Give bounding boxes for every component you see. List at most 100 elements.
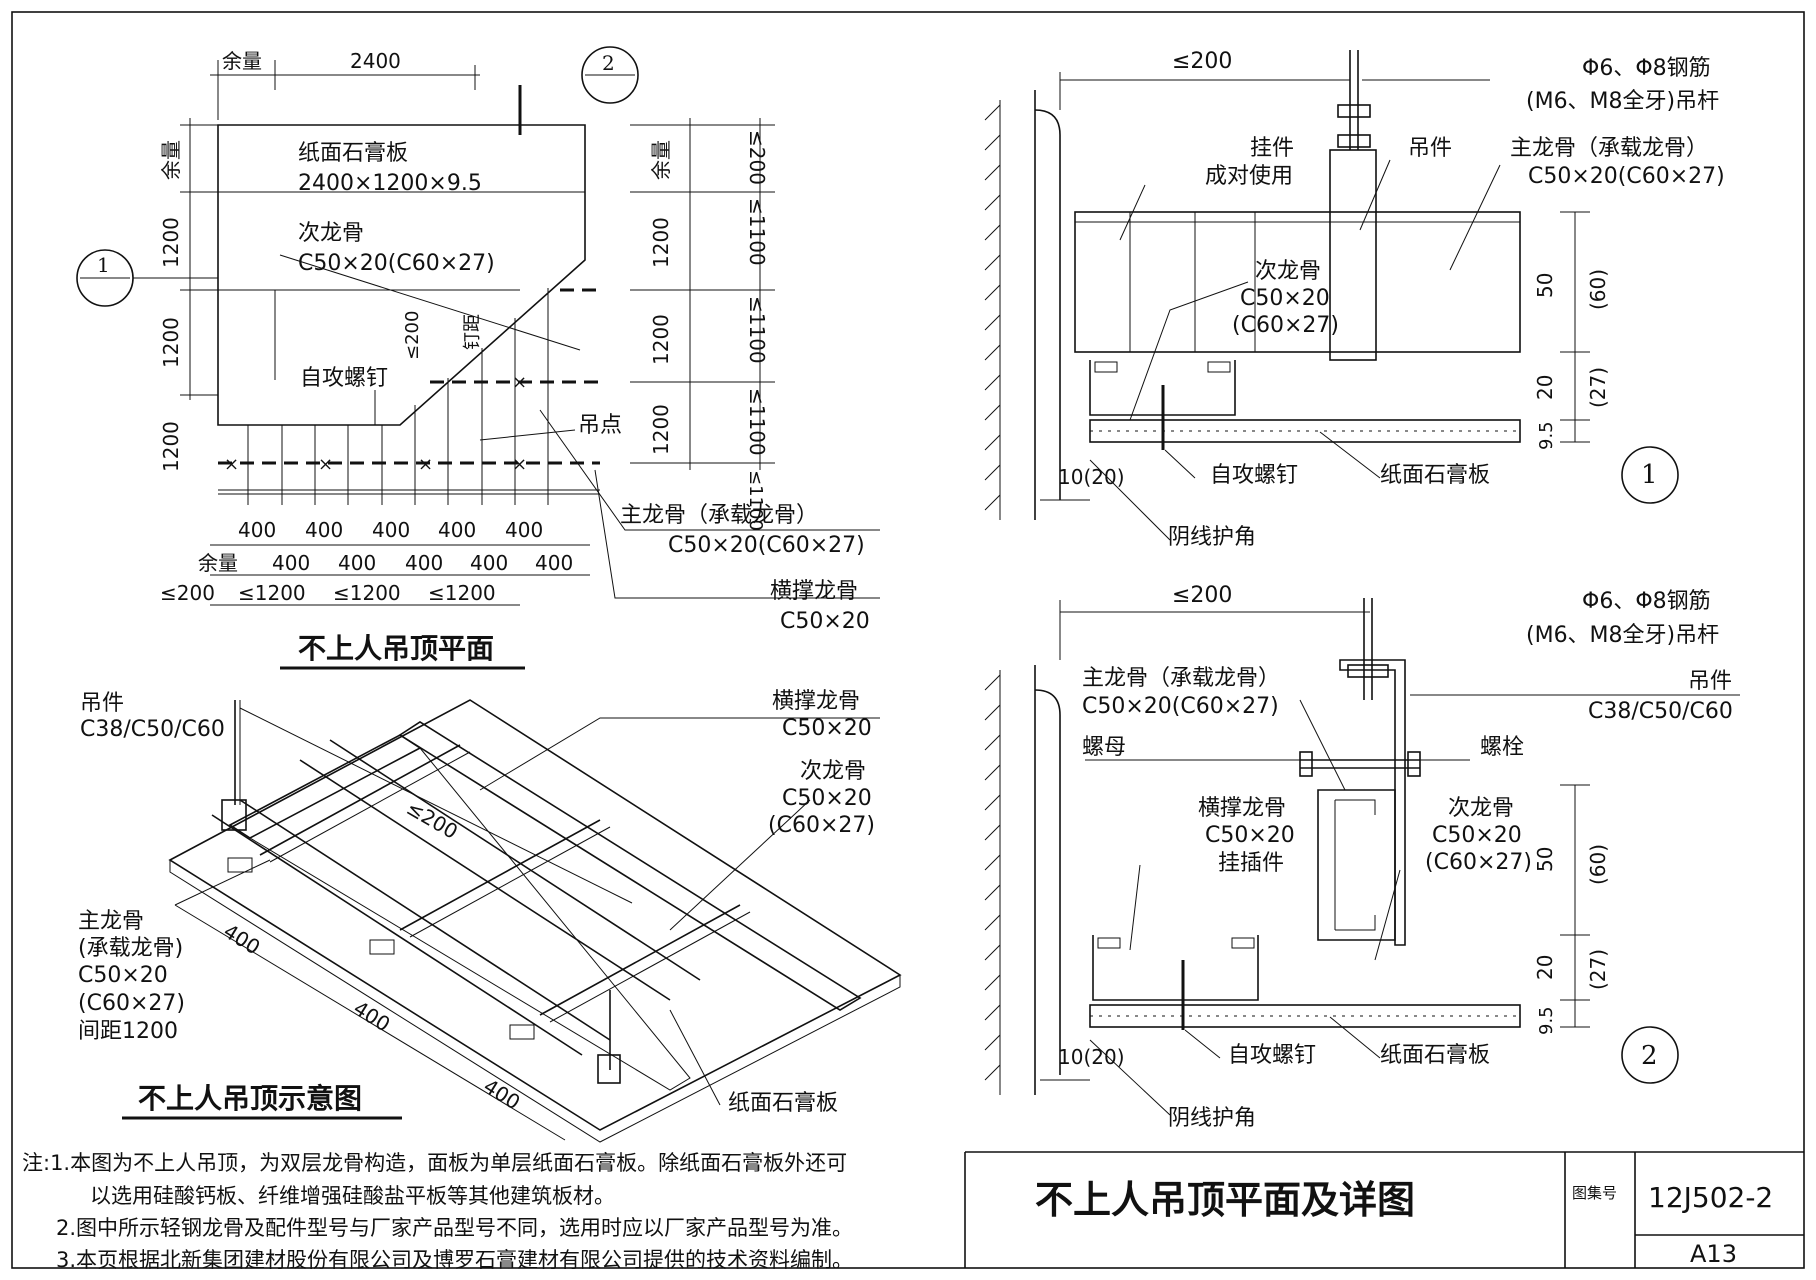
plan-dim-bottom1: 400 (505, 518, 543, 542)
plan-dim-bottom2: 余量 (198, 551, 238, 575)
plan-dim-right: 余量 (649, 140, 673, 180)
d2-dim-top: ≤200 (1172, 583, 1232, 608)
plan-board-size: 2400×1200×9.5 (298, 171, 482, 196)
d2-hanger-label: 吊件 (1688, 669, 1732, 694)
iso-cross-keel-size: C50×20 (782, 716, 872, 741)
plan-dim-left: 1200 (159, 421, 183, 472)
iso-dim-400: 400 (219, 919, 264, 960)
iso-main-keel-label: 间距1200 (78, 1019, 178, 1044)
svg-text:×: × (224, 454, 239, 475)
plan-dim-right2: ≤1100 (745, 198, 769, 266)
detail-1-labels: ≤200 Φ6、Φ8钢筋 (M6、M8全牙)吊杆 挂件 成对使用 吊件 主龙骨（… (1058, 49, 1725, 550)
plan-dim-right2: ≤200 (745, 130, 769, 185)
plan-dim-bottom1: 400 (438, 518, 476, 542)
d1-sub-keel-size: (C60×27) (1232, 313, 1339, 338)
detail-2 (984, 598, 1740, 1116)
d2-rod-label: Φ6、Φ8钢筋 (1582, 589, 1711, 614)
plan-sub-keels (247, 288, 549, 505)
iso-dim-200: ≤200 (403, 796, 463, 844)
plan-dim-top: 2400 (350, 49, 401, 73)
d1-gap: 10(20) (1058, 465, 1125, 489)
svg-text:×: × (418, 454, 433, 475)
plan-hang-points: × × × × × (224, 372, 527, 475)
d1-dim-v: 50 (1533, 273, 1557, 298)
d1-dim-v: 9.5 (1536, 421, 1557, 450)
iso-title: 不上人吊顶示意图 (138, 1082, 362, 1115)
plan-dim-bottom3: ≤1200 (238, 581, 306, 605)
d1-dim-v: (27) (1586, 367, 1610, 408)
iso-hanger-size: C38/C50/C60 (80, 717, 225, 742)
plan-dim-bottom1: 400 (305, 518, 343, 542)
detail-1 (984, 50, 1679, 541)
plan-dim-bottom3: ≤1200 (333, 581, 401, 605)
d2-number: 2 (1641, 1041, 1658, 1071)
d1-dim-v: 20 (1533, 375, 1557, 400)
plan-board-label: 纸面石膏板 (298, 141, 408, 166)
d1-rod-label: (M6、M8全牙)吊杆 (1526, 89, 1719, 114)
iso-main-keel-label: C50×20 (78, 963, 168, 988)
d2-dim-v: 50 (1533, 847, 1557, 872)
d2-screw-label: 自攻螺钉 (1228, 1043, 1316, 1068)
plan-view: × × × × × (76, 46, 880, 606)
plan-labels: 余量 2400 余量 1200 1200 1200 余量 1200 1200 1… (97, 49, 870, 670)
d2-rod-label: (M6、M8全牙)吊杆 (1526, 623, 1719, 648)
page-number: A13 (1690, 1240, 1737, 1268)
iso-sub-keel-size2: (C60×27) (768, 813, 875, 838)
plan-dim-bottom1: 400 (238, 518, 276, 542)
atlas-number: 12J502-2 (1648, 1181, 1773, 1214)
iso-sub-keel-size: C50×20 (782, 786, 872, 811)
d2-cross-keel-size: C50×20 (1205, 823, 1295, 848)
iso-board (168, 699, 902, 1131)
plan-nail-spacing: ≤200 (402, 311, 423, 360)
plan-dim-bottom2: 400 (535, 551, 573, 575)
svg-text:×: × (512, 372, 527, 393)
iso-cross-keel-label: 横撑龙骨 (772, 689, 860, 714)
d2-insert-label: 挂插件 (1218, 851, 1284, 876)
plan-sub-keel-size: C50×20(C60×27) (298, 251, 495, 276)
d2-main-keel-label: 主龙骨（承载龙骨） (1082, 666, 1280, 691)
d2-cross-keel-label: 横撑龙骨 (1198, 796, 1286, 821)
iso-hanger-label: 吊件 (80, 691, 124, 716)
plan-main-keel-size: C50×20(C60×27) (668, 533, 865, 558)
d2-sub-keel-size: (C60×27) (1425, 850, 1532, 875)
d2-main-keel-size: C50×20(C60×27) (1082, 694, 1279, 719)
plan-dim-right: 1200 (649, 314, 673, 365)
d2-dim-v: 9.5 (1536, 1006, 1557, 1035)
plan-dim-bottom1: 400 (372, 518, 410, 542)
svg-text:×: × (512, 454, 527, 475)
plan-dim-bottom2: 400 (338, 551, 376, 575)
d1-corner-label: 阴线护角 (1168, 525, 1256, 550)
iso-dim-400: 400 (479, 1074, 524, 1115)
iso-main-keel-label: (承载龙骨) (78, 936, 183, 961)
d1-board-label: 纸面石膏板 (1380, 463, 1490, 488)
detail-2-labels: ≤200 Φ6、Φ8钢筋 (M6、M8全牙)吊杆 主龙骨（承载龙骨） C50×2… (1058, 583, 1733, 1131)
d2-nut-label: 螺母 (1082, 735, 1126, 760)
d1-rod-label: Φ6、Φ8钢筋 (1582, 56, 1711, 81)
note-line: 注:1.本图为不上人吊顶，为双层龙骨构造，面板为单层纸面石膏板。除纸面石膏板外还… (22, 1151, 848, 1175)
iso-dim-400: 400 (349, 996, 394, 1037)
plan-dim-right2: ≤1100 (745, 388, 769, 456)
plan-dim-top: 余量 (222, 49, 262, 73)
title-block: 不上人吊顶平面及详图 图集号 12J502-2 A13 (964, 1151, 1804, 1268)
sheet-border (11, 11, 1805, 1269)
d1-sub-keel-size: C50×20 (1240, 286, 1330, 311)
iso-main-keel-label: 主龙骨 (78, 909, 144, 934)
d1-screw-label: 自攻螺钉 (1210, 463, 1298, 488)
sheet-title: 不上人吊顶平面及详图 (1035, 1178, 1415, 1222)
plan-cross-keel-label: 横撑龙骨 (770, 579, 858, 604)
plan-dim-right: 1200 (649, 217, 673, 268)
d1-clip-label: 成对使用 (1205, 164, 1293, 189)
plan-dim-bottom3: ≤1200 (428, 581, 496, 605)
d2-hanger-size: C38/C50/C60 (1588, 699, 1733, 724)
iso-labels: 吊件 C38/C50/C60 横撑龙骨 C50×20 次龙骨 C50×20 (C… (78, 689, 875, 1120)
plan-dim-left: 余量 (159, 140, 183, 180)
plan-hang-point-label: 吊点 (578, 413, 622, 438)
d1-number: 1 (1641, 460, 1658, 490)
iso-main-keel-label: (C60×27) (78, 991, 185, 1016)
plan-nail-distance: 钉距 (462, 314, 483, 350)
atlas-label: 图集号 (1572, 1184, 1617, 1202)
plan-dim-bottom2: 400 (405, 551, 443, 575)
plan-main-keel-label: 主龙骨（承载龙骨） (620, 503, 818, 528)
d2-board-label: 纸面石膏板 (1380, 1043, 1490, 1068)
